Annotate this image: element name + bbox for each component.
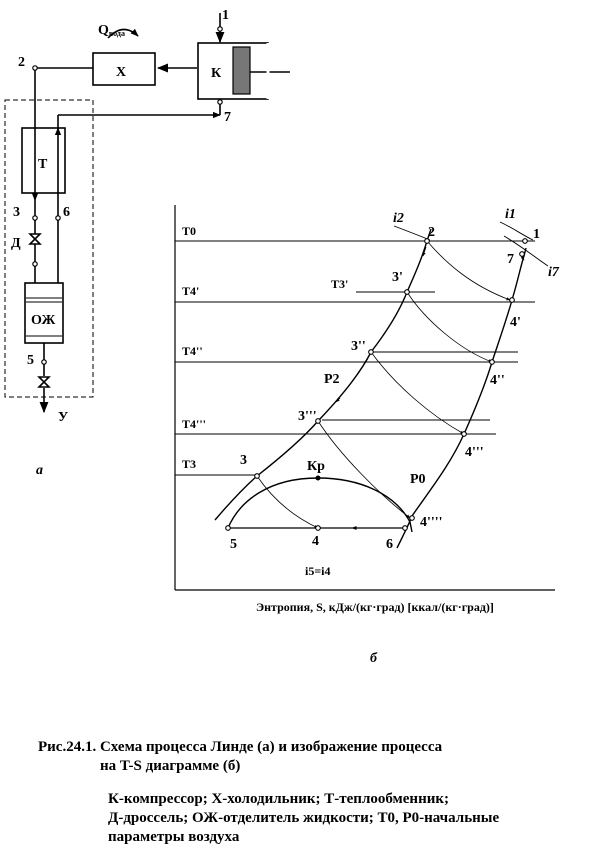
caption-legend-3: параметры воздуха [108,829,240,845]
scheme-point-6: 6 [63,205,70,220]
ts-point-4a: 4' [510,315,521,330]
ts-point-6: 6 [386,537,393,552]
ts-point-3a: 3' [392,270,403,285]
scheme-point-7: 7 [224,110,231,125]
exchanger-label: Т [38,157,48,172]
separator-label: ОЖ [31,313,56,328]
scheme-point-3: 3 [13,205,20,220]
process-arrows [256,240,525,529]
enthalpy-i1 [499,221,534,241]
label-i5-i4: i5=i4 [305,564,331,578]
dashed-boundary [4,99,94,398]
ts-diagram [174,205,555,591]
ts-point-5: 5 [230,537,237,552]
label-kp: Кр [307,459,325,474]
scheme-point-2: 2 [18,55,25,70]
separator-box [24,282,64,344]
ts-point-4d: 4'''' [420,515,443,530]
caption-line-1: Рис.24.1. Схема процесса Линде (а) и изо… [38,739,443,755]
caption-line-2: на T-S диаграмме (б) [100,758,241,774]
ts-nodes [225,238,528,531]
isobar-p0 [396,247,527,549]
ts-point-1: 1 [533,227,540,242]
critical-point [315,475,321,481]
label-i7: i7 [548,265,560,280]
ts-point-2: 2 [428,225,435,240]
q-water-arrow [107,28,139,39]
enthalpy-i7 [503,235,549,267]
scheme-point-1: 1 [222,8,229,23]
isotherms [175,240,535,476]
scheme-nodes [32,26,223,365]
ts-point-3b: 3'' [351,339,366,354]
figure-caption: Рис.24.1. Схема процесса Линде (а) и изо… [38,738,598,847]
label-p2: P2 [324,372,340,387]
ts-point-4c: 4''' [465,445,484,460]
ts-point-7: 7 [507,252,514,267]
throttle-label: Д [11,236,21,251]
label-i1: i1 [505,207,516,222]
caption-legend-2: Д-дроссель; ОЖ-отделитель жидкости; T0, … [108,810,500,826]
throttle-valve [28,233,42,245]
compressor-label: К [211,66,222,81]
cooler-box [92,52,156,86]
outlet-valve [37,376,51,388]
cooler-label: Х [116,65,126,80]
ts-point-3: 3 [240,453,247,468]
label-i2: i2 [393,211,404,226]
saturation-dome [227,477,413,533]
scheme-point-5: 5 [27,353,34,368]
panel-b-letter: б [370,651,378,666]
q-label: Qвода [98,23,125,38]
ts-point-3c: 3''' [298,409,317,424]
compressor-piston [232,46,251,95]
label-t0: T0 [182,224,196,238]
label-t4c: T4''' [182,417,206,431]
enthalpy-i2 [393,225,431,241]
ts-point-4: 4 [312,534,319,549]
label-t3p: T3' [331,277,348,291]
linde-scheme [4,13,290,414]
entropy-axis-title: Энтропия, S, кДж/(кг·град) [ккал/(кг·гра… [256,600,494,614]
label-t4b: T4'' [182,344,203,358]
output-label: У [58,410,68,425]
ts-point-4b: 4'' [490,373,505,388]
caption-legend-1: К-компрессор; Х-холодильник; Т-теплообме… [108,791,449,807]
label-t3: T3 [182,457,196,471]
label-t4a: T4' [182,284,199,298]
panel-a-letter: а [36,463,43,478]
label-p0: P0 [410,472,426,487]
